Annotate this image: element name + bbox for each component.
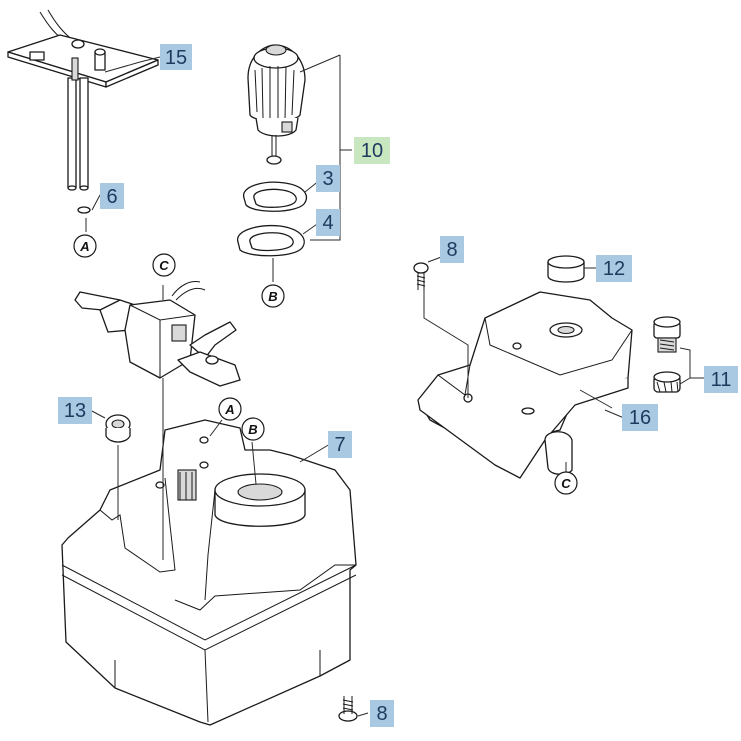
part-12-cap — [547, 255, 585, 283]
callout-box — [354, 137, 390, 164]
callout-box — [316, 165, 340, 192]
callout-label: 7 — [334, 434, 345, 456]
part-11-connector — [653, 316, 681, 393]
callout-label: 12 — [603, 258, 625, 280]
connector-C-pump: C — [152, 253, 176, 277]
connector-label: C — [159, 258, 169, 273]
callout-box — [622, 404, 658, 431]
callout-15: 15 — [160, 44, 192, 70]
part-15-sensor-plate — [7, 9, 159, 214]
connector-A-tank: A — [218, 397, 242, 421]
connector-label: B — [248, 422, 257, 437]
callout-6: 6 — [100, 183, 124, 209]
callout-box — [160, 44, 192, 70]
callout-4: 4 — [316, 209, 340, 236]
part-16-cover — [417, 291, 633, 479]
callout-label: 3 — [322, 168, 333, 190]
callout-box — [370, 700, 394, 727]
connector-label: C — [561, 476, 571, 491]
callout-box — [440, 236, 464, 263]
callout-label: 13 — [64, 400, 86, 422]
part-13-grommet — [105, 414, 131, 443]
connector-C-cover: C — [554, 471, 578, 495]
callout-8-top: 8 — [440, 236, 464, 263]
callout-box — [58, 397, 92, 424]
callout-label: 11 — [711, 369, 732, 391]
callout-box — [100, 183, 124, 209]
connector-label: B — [268, 289, 277, 304]
callout-label: 8 — [446, 239, 457, 261]
callout-label: 6 — [106, 186, 117, 208]
connector-label: A — [79, 239, 89, 254]
part-10-float-knob — [237, 44, 308, 257]
connector-A-top: A — [73, 234, 97, 258]
callout-13: 13 — [58, 397, 92, 424]
part-7-tank — [61, 419, 357, 726]
callout-12: 12 — [596, 255, 632, 282]
callout-label: 10 — [361, 140, 383, 162]
callout-label: 8 — [376, 703, 387, 725]
part-8-screw-bottom — [338, 696, 358, 722]
callout-10: 10 — [354, 137, 390, 164]
callout-box — [596, 255, 632, 282]
callout-3: 3 — [316, 165, 340, 192]
callout-box — [316, 209, 340, 236]
connector-B-tank: B — [241, 417, 265, 441]
callout-label: 16 — [629, 407, 651, 429]
callout-11: 11 — [704, 366, 738, 393]
callout-8-bottom: 8 — [370, 700, 394, 727]
connector-B-top: B — [261, 284, 285, 308]
part-8-screw-top — [413, 262, 429, 290]
callout-box — [704, 366, 738, 393]
callout-box — [328, 431, 352, 458]
callout-7: 7 — [328, 431, 352, 458]
callout-label: 15 — [165, 47, 187, 69]
callout-label: 4 — [322, 212, 333, 234]
pump-motor — [74, 281, 241, 387]
connector-label: A — [224, 402, 234, 417]
callout-16: 16 — [622, 404, 658, 431]
